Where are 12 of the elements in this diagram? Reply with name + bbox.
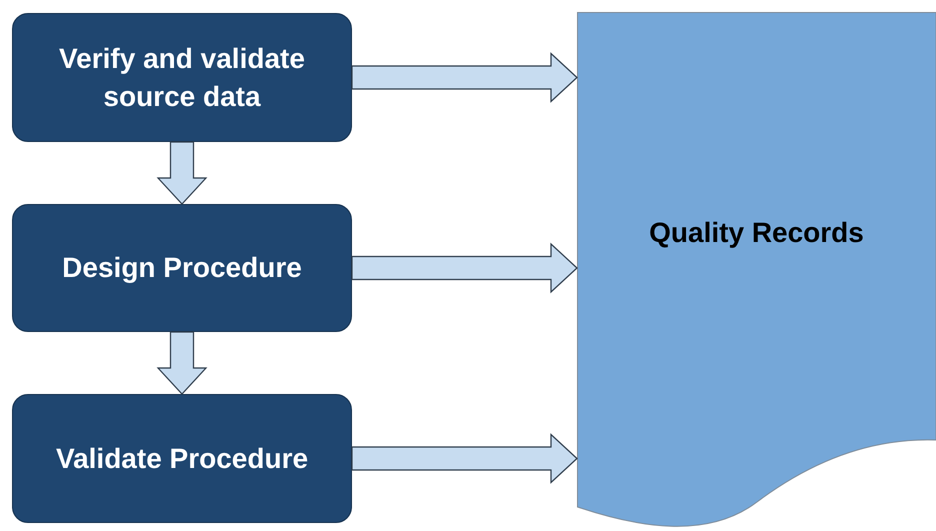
process-box [12,394,352,523]
process-label: Validate Procedure [56,442,308,476]
process-label: Verify and validate source data [58,42,306,114]
block-arrow [351,433,578,484]
process-box [12,13,352,142]
block-arrow [351,52,578,103]
document-title: Quality Records [649,216,864,250]
block-arrow [156,141,208,205]
block-arrow [156,331,208,395]
process-box [12,204,352,332]
block-arrow [351,242,578,294]
process-label: Design Procedure [62,251,302,285]
